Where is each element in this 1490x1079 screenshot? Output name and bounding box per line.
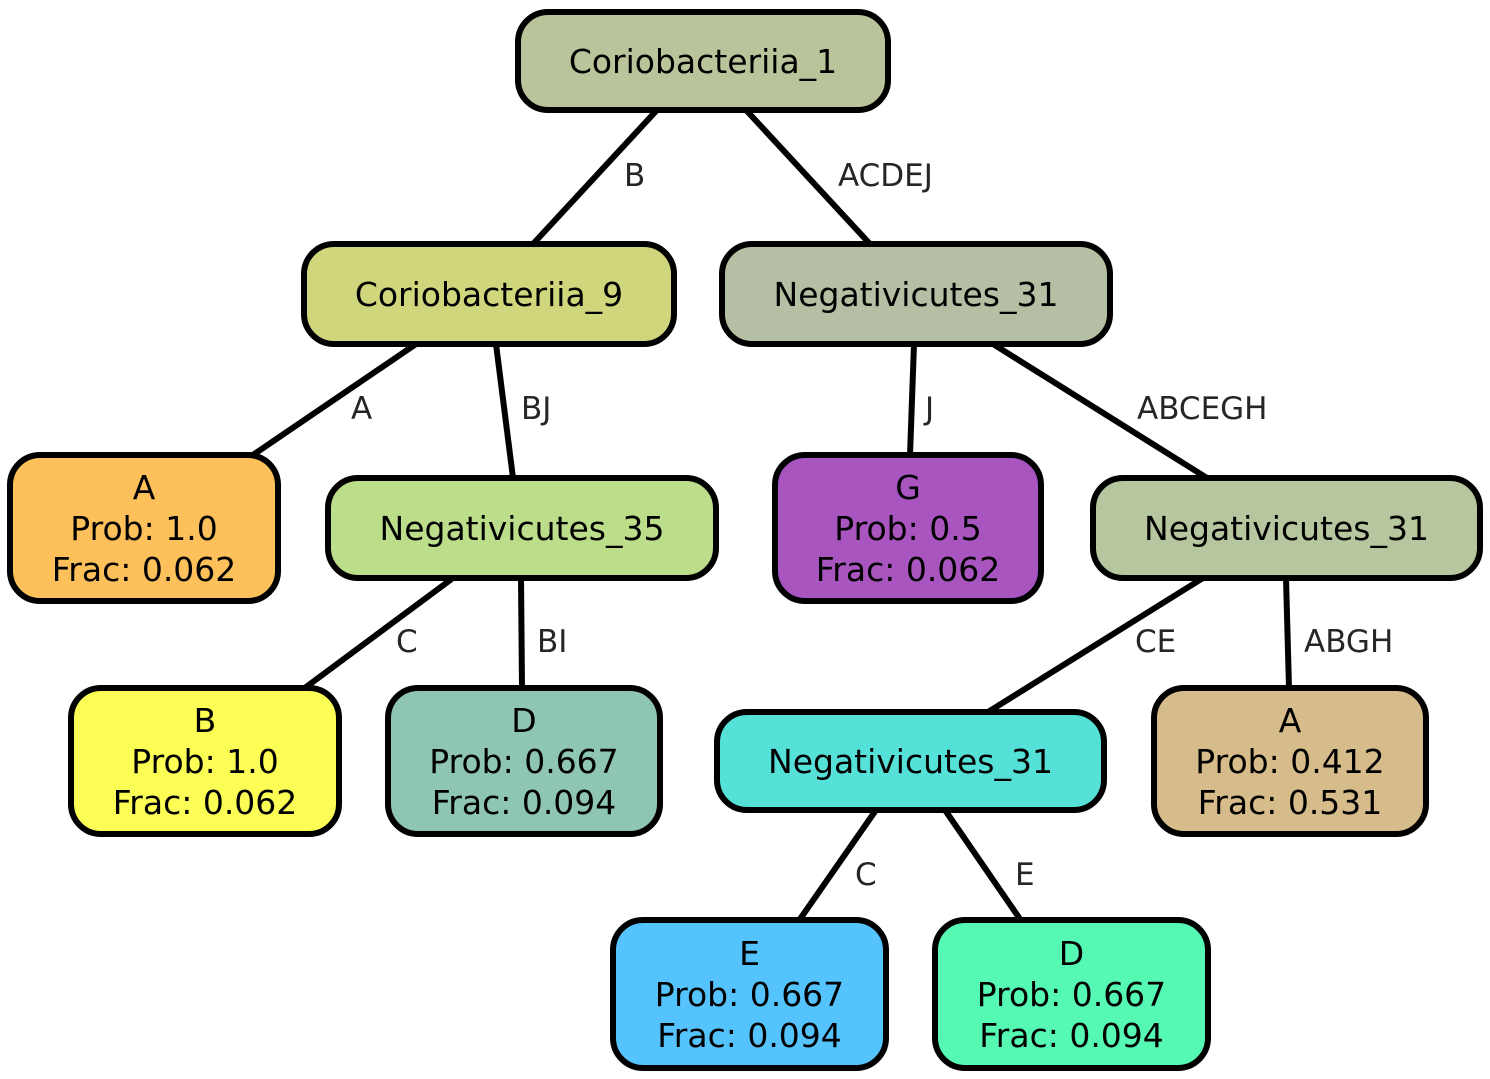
edge-label: CE (1135, 624, 1176, 660)
node-title: D (1059, 934, 1084, 973)
edge-label: E (1015, 857, 1035, 893)
edge-n31a-leafG: J (907, 343, 934, 456)
edge-label: A (351, 391, 372, 427)
node-box (610, 917, 889, 1071)
edge-line (300, 575, 455, 693)
node-box (325, 475, 719, 581)
edge-line (986, 575, 1205, 715)
node-title: G (895, 468, 921, 507)
edge-line (1283, 577, 1292, 689)
node-n35: Negativicutes_35 (325, 475, 719, 581)
node-title: Coriobacteriia_1 (569, 42, 837, 81)
edge-c9-leafA1: A (245, 341, 418, 462)
edge-line (743, 107, 873, 247)
node-prob: Prob: 0.667 (429, 742, 618, 781)
edge-line (795, 808, 879, 924)
node-box (719, 241, 1113, 347)
edge-label: C (396, 624, 418, 660)
node-title: Negativicutes_31 (1144, 509, 1429, 548)
edge-n31a-n31b: ABCEGH (991, 341, 1268, 481)
node-prob: Prob: 0.667 (977, 975, 1166, 1014)
edge-n31b-leafA2: ABGH (1283, 577, 1393, 689)
edge-line (493, 343, 516, 479)
edge-n35-leafD1: BI (518, 577, 567, 689)
edge-root-n31a: ACDEJ (743, 107, 933, 247)
node-frac: Frac: 0.062 (113, 783, 298, 822)
node-frac: Frac: 0.094 (979, 1016, 1164, 1055)
edge-n31c-leafE: C (795, 808, 879, 924)
node-title: A (1279, 701, 1302, 740)
edge-line (530, 107, 660, 247)
node-box (932, 917, 1211, 1071)
edge-label: BI (537, 624, 567, 660)
node-c9: Coriobacteriia_9 (301, 241, 677, 347)
node-title: Negativicutes_35 (380, 509, 665, 548)
node-box (772, 452, 1044, 604)
node-frac: Frac: 0.094 (657, 1016, 842, 1055)
edge-n35-leafB: C (300, 575, 455, 693)
edge-line (518, 577, 525, 689)
edge-label: J (923, 391, 934, 427)
edge-line (907, 343, 917, 456)
node-box (7, 452, 281, 604)
node-box (1090, 475, 1483, 581)
node-title: Negativicutes_31 (774, 275, 1059, 314)
node-frac: Frac: 0.094 (432, 783, 617, 822)
node-prob: Prob: 0.667 (655, 975, 844, 1014)
node-frac: Frac: 0.531 (1198, 783, 1383, 822)
edge-c9-n35: BJ (493, 343, 551, 479)
edge-label: ACDEJ (838, 158, 933, 194)
node-title: Coriobacteriia_9 (355, 275, 623, 314)
node-box (714, 709, 1107, 813)
node-box (301, 241, 677, 347)
node-prob: Prob: 0.412 (1195, 742, 1384, 781)
edge-label: C (855, 857, 877, 893)
node-root: Coriobacteriia_1 (515, 9, 891, 113)
edge-label: BJ (521, 391, 551, 427)
node-n31c: Negativicutes_31 (714, 709, 1107, 813)
node-n31b: Negativicutes_31 (1090, 475, 1483, 581)
edge-line (245, 341, 418, 462)
edge-label: ABCEGH (1137, 391, 1268, 427)
edge-root-c9: B (530, 107, 660, 247)
edge-n31c-leafD2: E (942, 808, 1035, 924)
node-prob: Prob: 0.5 (834, 509, 981, 548)
node-box (1151, 685, 1429, 837)
node-n31a: Negativicutes_31 (719, 241, 1113, 347)
node-box (68, 685, 342, 837)
edge-n31b-n31c: CE (986, 575, 1205, 715)
node-prob: Prob: 1.0 (70, 509, 217, 548)
edge-label: B (624, 158, 645, 194)
node-prob: Prob: 1.0 (131, 742, 278, 781)
node-title: A (133, 468, 156, 507)
node-title: D (511, 701, 536, 740)
edge-line (942, 808, 1025, 924)
node-title: Negativicutes_31 (768, 742, 1053, 781)
node-box (385, 685, 663, 837)
node-frac: Frac: 0.062 (816, 550, 1001, 589)
node-title: E (739, 934, 760, 973)
node-title: B (194, 701, 217, 740)
node-box (515, 9, 891, 113)
edge-label: ABGH (1304, 624, 1393, 660)
edge-line (991, 341, 1209, 481)
node-frac: Frac: 0.062 (52, 550, 237, 589)
